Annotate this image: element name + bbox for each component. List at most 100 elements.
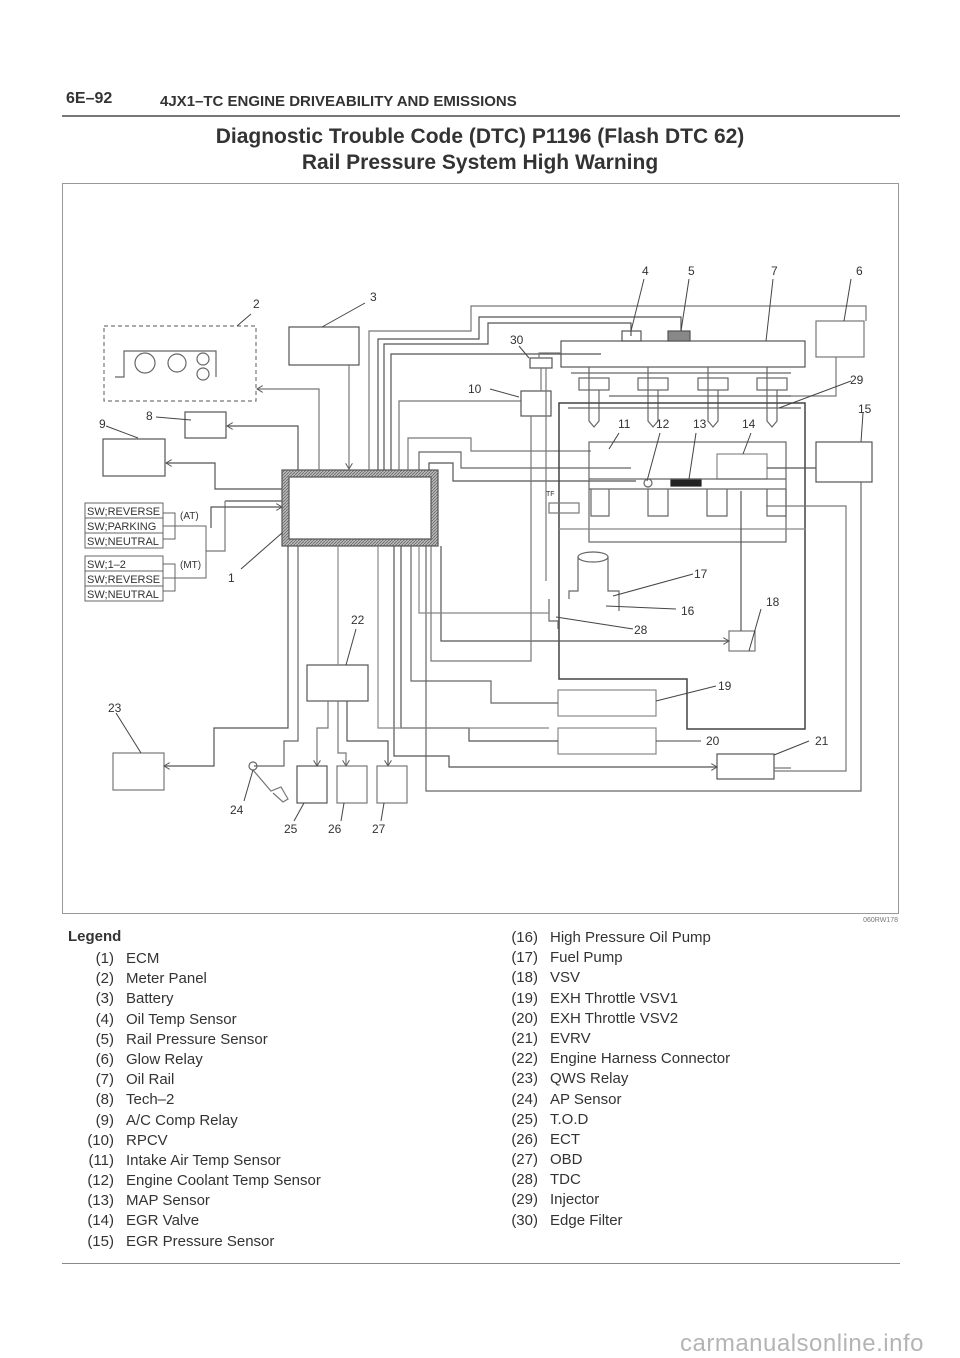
legend-item: (11)Intake Air Temp Sensor — [68, 1151, 321, 1171]
callout-26: 26 — [328, 822, 342, 836]
callout-25: 25 — [284, 822, 298, 836]
legend-item-label: OBD — [550, 1151, 583, 1169]
mt-switch-reverse: SW;REVERSE — [87, 574, 160, 586]
tf-label: TF — [546, 491, 555, 498]
legend-item-number: (27) — [511, 1151, 538, 1169]
callout-23: 23 — [108, 701, 122, 715]
callout-29: 29 — [850, 373, 864, 387]
legend-item-label: Fuel Pump — [550, 949, 623, 967]
page-title: Diagnostic Trouble Code (DTC) P1196 (Fla… — [60, 124, 900, 176]
legend-item-label: Oil Temp Sensor — [126, 1010, 237, 1028]
legend-item-number: (11) — [88, 1151, 114, 1169]
at-switch-parking: SW;PARKING — [87, 521, 156, 533]
legend-item-number: (12) — [87, 1172, 114, 1190]
egr-pressure-sensor-box — [815, 441, 873, 483]
callout-19: 19 — [718, 679, 732, 693]
system-diagram: 1 2 3 4 5 6 7 8 9 10 11 12 13 14 15 16 1… — [62, 183, 899, 914]
callout-24: 24 — [230, 803, 244, 817]
legend-item: (14)EGR Valve — [68, 1211, 321, 1231]
callout-20: 20 — [706, 734, 720, 748]
legend-item-number: (23) — [511, 1070, 538, 1088]
legend-item-label: EXH Throttle VSV1 — [550, 989, 679, 1007]
legend-item-number: (22) — [511, 1050, 538, 1068]
legend-item-number: (5) — [95, 1030, 114, 1048]
legend-item-number: (18) — [511, 969, 538, 987]
legend-item: (26) ECT — [498, 1130, 730, 1150]
title-line-2: Rail Pressure System High Warning — [301, 151, 659, 174]
legend-item: (8) Tech–2 — [68, 1090, 321, 1110]
legend-item: (28)TDC — [498, 1170, 730, 1190]
legend-item-label: Engine Coolant Temp Sensor — [126, 1172, 321, 1190]
callout-10: 10 — [468, 382, 482, 396]
legend-item: (29)Injector — [498, 1190, 730, 1210]
header-divider — [62, 115, 900, 117]
at-switch-group — [84, 502, 207, 551]
legend-item: (2)Meter Panel — [68, 969, 321, 989]
legend-item: (1)ECM — [68, 949, 321, 969]
legend-item: (21)EVRV — [498, 1029, 730, 1049]
qws-relay-box — [112, 752, 165, 791]
legend-item: (6)Glow Relay — [68, 1050, 321, 1070]
obd-box — [376, 765, 408, 804]
ap-sensor — [248, 546, 299, 803]
legend-item-label: Rail Pressure Sensor — [126, 1030, 268, 1048]
legend-item: (20)EXH Throttle VSV2 — [498, 1009, 730, 1029]
legend-item-label: VSV — [550, 969, 581, 987]
legend-item-number: (4) — [95, 1010, 114, 1028]
legend-item: (5) Rail Pressure Sensor — [68, 1030, 321, 1050]
legend-item-number: (8) — [95, 1091, 114, 1109]
legend-item: (4) Oil Temp Sensor — [68, 1010, 321, 1030]
legend-item-number: (20) — [511, 1009, 538, 1027]
mt-switch-group — [84, 551, 207, 602]
legend-item-label: Tech–2 — [126, 1091, 175, 1109]
legend-item: (10)RPCV — [68, 1131, 321, 1151]
legend-item: (15)EGR Pressure Sensor — [68, 1232, 321, 1252]
legend-item-label: ECM — [126, 950, 160, 967]
legend-item-number: (17) — [511, 949, 538, 967]
legend-left-column: Legend (1)ECM(2)Meter Panel(3)Battery(4)… — [68, 928, 321, 1252]
legend-item-label: A/C Comp Relay — [126, 1111, 238, 1129]
callout-28: 28 — [634, 623, 648, 637]
mt-group-label: (MT) — [180, 560, 201, 571]
diagram-canvas: 1 2 3 4 5 6 7 8 9 10 11 12 13 14 15 16 1… — [84, 264, 873, 836]
callout-14: 14 — [742, 417, 756, 431]
legend-item: (23)QWS Relay — [498, 1069, 730, 1089]
legend-item-number: (13) — [87, 1192, 114, 1210]
legend-item-label: RPCV — [126, 1131, 168, 1149]
legend-item-label: Engine Harness Connector — [550, 1050, 731, 1068]
legend-item-label: Oil Rail — [126, 1071, 175, 1089]
legend-item: (16)High Pressure Oil Pump — [498, 928, 730, 948]
callout-16: 16 — [681, 604, 695, 618]
title-line-1: Diagnostic Trouble Code (DTC) P1196 (Fla… — [215, 125, 745, 148]
tech2-box — [184, 411, 227, 439]
legend-item: (7)Oil Rail — [68, 1070, 321, 1090]
legend-item-label: High Pressure Oil Pump — [550, 929, 711, 946]
at-switch-reverse: SW;REVERSE — [87, 506, 160, 518]
callout-13: 13 — [693, 417, 707, 431]
callout-4: 4 — [642, 264, 649, 278]
callout-18: 18 — [766, 595, 780, 609]
callout-2: 2 — [253, 297, 260, 311]
callout-15: 15 — [858, 402, 872, 416]
callout-1: 1 — [228, 571, 235, 585]
glow-relay-box — [815, 320, 865, 358]
map-sensor — [670, 478, 702, 487]
callout-7: 7 — [771, 264, 778, 278]
ect-box — [336, 765, 368, 804]
callout-3: 3 — [370, 290, 377, 304]
legend-item-number: (25) — [511, 1110, 538, 1128]
exh-throttle-vsv2-box — [557, 727, 657, 755]
rpcv-box — [520, 390, 552, 417]
legend-item-label: MAP Sensor — [126, 1192, 210, 1210]
legend-heading: Legend — [68, 928, 122, 945]
legend-item-label: Meter Panel — [126, 970, 207, 988]
legend-item-label: EGR Valve — [126, 1212, 200, 1230]
legend-item-label: ECT — [550, 1130, 580, 1148]
legend-item: (18) VSV — [498, 968, 730, 988]
legend-item-label: T.O.D — [550, 1110, 589, 1128]
fuel-pump — [548, 551, 620, 629]
legend-item-number: (19) — [511, 989, 538, 1007]
page-code: 6E–92 — [66, 90, 113, 107]
section-title: 4JX1–TC ENGINE DRIVEABILITY AND EMISSION… — [160, 93, 517, 110]
legend-item-number: (26) — [511, 1130, 538, 1148]
